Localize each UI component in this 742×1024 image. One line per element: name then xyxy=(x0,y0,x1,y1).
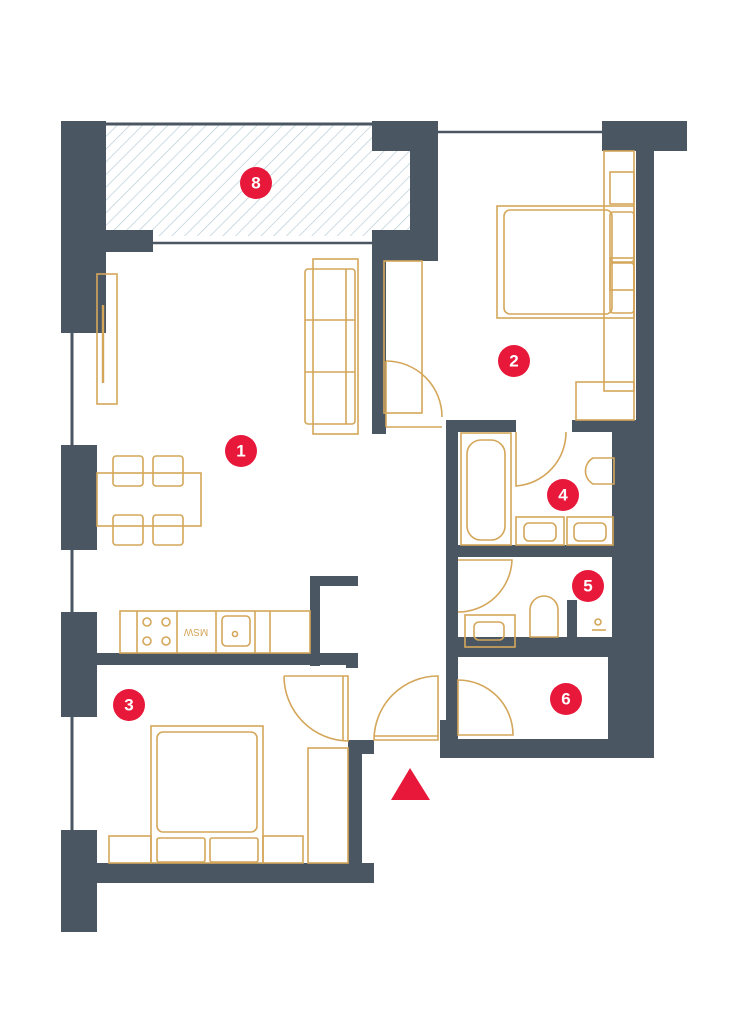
sofa xyxy=(304,258,359,435)
room-badge-6: 6 xyxy=(550,683,582,715)
room-badge-3: 3 xyxy=(113,689,145,721)
walls xyxy=(61,121,687,932)
svg-text:8: 8 xyxy=(251,174,260,193)
svg-text:5: 5 xyxy=(583,577,592,596)
bedroom3-furniture xyxy=(108,675,439,864)
tv-unit xyxy=(96,273,118,405)
room-badge-2: 2 xyxy=(498,345,530,377)
svg-text:4: 4 xyxy=(558,486,568,505)
room-badge-8: 8 xyxy=(240,167,272,199)
svg-text:6: 6 xyxy=(561,690,570,709)
svg-text:2: 2 xyxy=(509,352,518,371)
bedroom2-furniture xyxy=(383,150,635,428)
room-badge-4: 4 xyxy=(547,479,579,511)
bathroom-fixtures xyxy=(457,431,615,736)
windows xyxy=(70,130,602,830)
door-swing xyxy=(385,360,443,418)
svg-text:1: 1 xyxy=(236,442,245,461)
entrance-arrow-icon xyxy=(391,768,430,800)
dining-table xyxy=(96,455,202,546)
kitchen-counter: MSW xyxy=(119,610,311,654)
room-badge-5: 5 xyxy=(572,570,604,602)
svg-text:3: 3 xyxy=(124,696,133,715)
room-badge-1: 1 xyxy=(225,435,257,467)
living-room-furniture: MSW xyxy=(96,258,359,654)
msw-label: MSW xyxy=(183,626,208,637)
